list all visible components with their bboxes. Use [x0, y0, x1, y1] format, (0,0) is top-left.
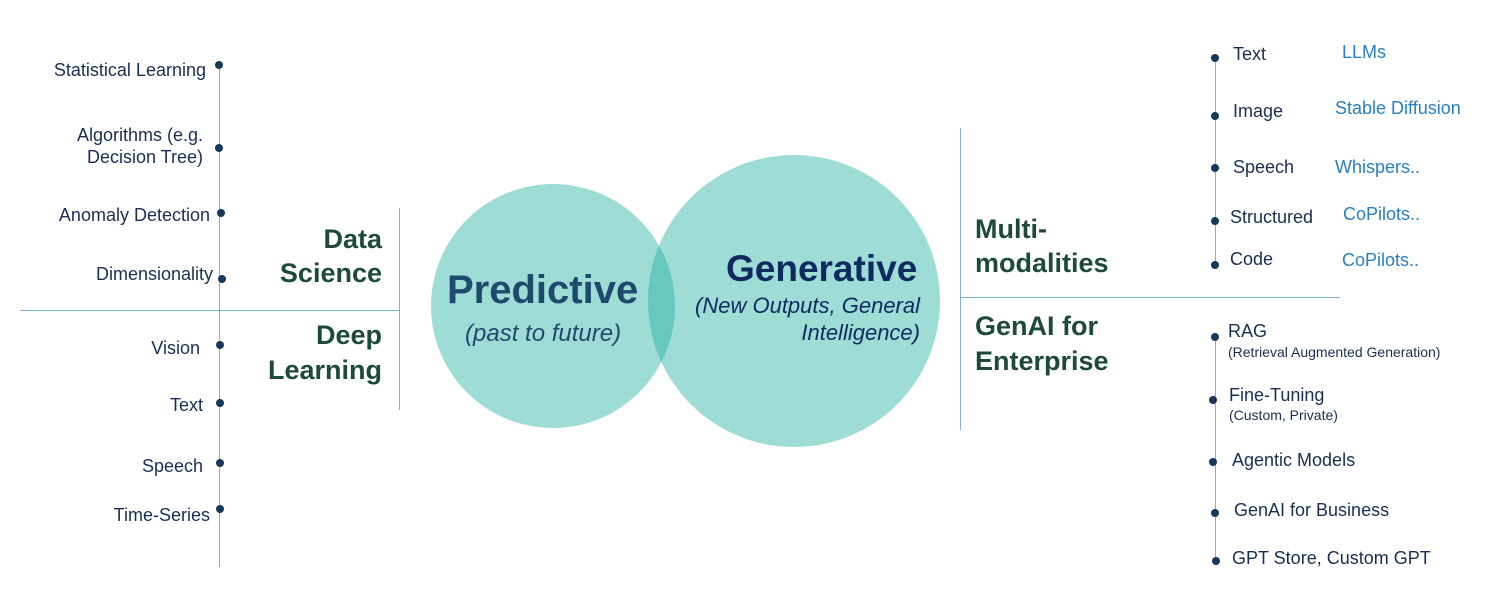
modality-image: Image — [1233, 101, 1284, 121]
timeline-dot — [1209, 458, 1217, 466]
timeline-dot — [1211, 112, 1219, 120]
timeline-dot — [1211, 261, 1219, 269]
tool-stable-diffusion: Stable Diffusion — [1335, 98, 1461, 118]
list-item-time-series: Time-Series — [113, 505, 210, 525]
enterprise-gpt-store: GPT Store, Custom GPT — [1232, 548, 1431, 568]
modality-code: Code — [1230, 249, 1274, 269]
modality-structured: Structured — [1230, 207, 1314, 227]
modality-text: Text — [1233, 44, 1267, 64]
list-item-dimensionality: Dimensionality — [95, 264, 213, 284]
heading-multi-modalities-line2: modalities — [975, 248, 1109, 278]
predictive-title: Predictive — [447, 268, 639, 312]
timeline-dot — [1212, 557, 1220, 565]
timeline-dot — [217, 209, 225, 217]
timeline-dot — [216, 505, 224, 513]
list-item-speech: Speech — [141, 456, 203, 476]
enterprise-genai-business: GenAI for Business — [1234, 500, 1390, 520]
heading-genai-enterprise-line1: GenAI for — [975, 311, 1099, 341]
tool-copilots-structured: CoPilots.. — [1343, 204, 1421, 224]
heading-multi-modalities-line1: Multi- — [975, 214, 1047, 244]
enterprise-fine-tuning-detail: (Custom, Private) — [1229, 407, 1338, 423]
heading-deep-learning-line1: Deep — [315, 320, 382, 350]
tool-whispers: Whispers.. — [1335, 157, 1421, 177]
list-item-vision: Vision — [151, 338, 200, 358]
timeline-dot — [1209, 396, 1217, 404]
right-divider — [960, 297, 1340, 298]
tool-llms: LLMs — [1342, 42, 1387, 62]
timeline-dot — [1211, 54, 1219, 62]
right-timeline-top — [1215, 55, 1216, 267]
generative-subtitle-line2: Intelligence) — [801, 320, 920, 345]
timeline-dot — [1211, 509, 1219, 517]
left-heading-bar — [399, 208, 400, 410]
enterprise-agentic-models: Agentic Models — [1232, 450, 1356, 470]
list-item-algorithms-line1: Algorithms (e.g. — [76, 125, 203, 145]
timeline-dot — [215, 61, 223, 69]
generative-circle — [648, 155, 940, 447]
tool-copilots-code: CoPilots.. — [1342, 250, 1420, 270]
timeline-dot — [216, 341, 224, 349]
generative-title: Generative — [726, 248, 918, 289]
timeline-dot — [218, 275, 226, 283]
heading-deep-learning-line2: Learning — [267, 355, 382, 385]
heading-data-science-line2: Science — [279, 258, 382, 288]
predictive-circle — [431, 184, 675, 428]
enterprise-rag-detail: (Retrieval Augmented Generation) — [1228, 344, 1441, 360]
timeline-dot — [216, 399, 224, 407]
heading-genai-enterprise-line2: Enterprise — [975, 346, 1109, 376]
list-item-text: Text — [169, 395, 203, 415]
heading-data-science-line1: Data — [323, 224, 382, 254]
right-heading-bar — [960, 128, 961, 430]
enterprise-fine-tuning: Fine-Tuning — [1229, 385, 1325, 405]
timeline-dot — [216, 459, 224, 467]
list-item-anomaly-detection: Anomaly Detection — [58, 205, 210, 225]
right-timeline-bottom — [1215, 334, 1216, 564]
timeline-dot — [1211, 164, 1219, 172]
predictive-subtitle: (past to future) — [465, 320, 622, 347]
timeline-dot — [1211, 217, 1219, 225]
left-timeline — [219, 65, 220, 567]
generative-subtitle-line1: (New Outputs, General — [695, 293, 920, 318]
timeline-dot — [215, 144, 223, 152]
list-item-algorithms-line2: Decision Tree) — [86, 147, 203, 167]
timeline-dot — [1211, 333, 1219, 341]
left-divider — [20, 310, 400, 311]
enterprise-rag: RAG — [1228, 321, 1268, 341]
modality-speech: Speech — [1233, 157, 1295, 177]
list-item-statistical-learning: Statistical Learning — [53, 60, 206, 80]
